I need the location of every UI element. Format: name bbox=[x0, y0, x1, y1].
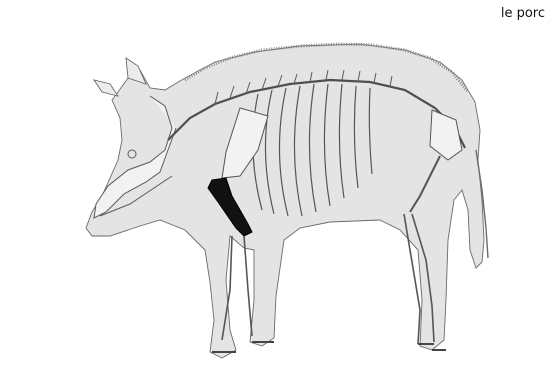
pig-ear-back bbox=[94, 80, 118, 96]
hooves bbox=[212, 342, 446, 352]
